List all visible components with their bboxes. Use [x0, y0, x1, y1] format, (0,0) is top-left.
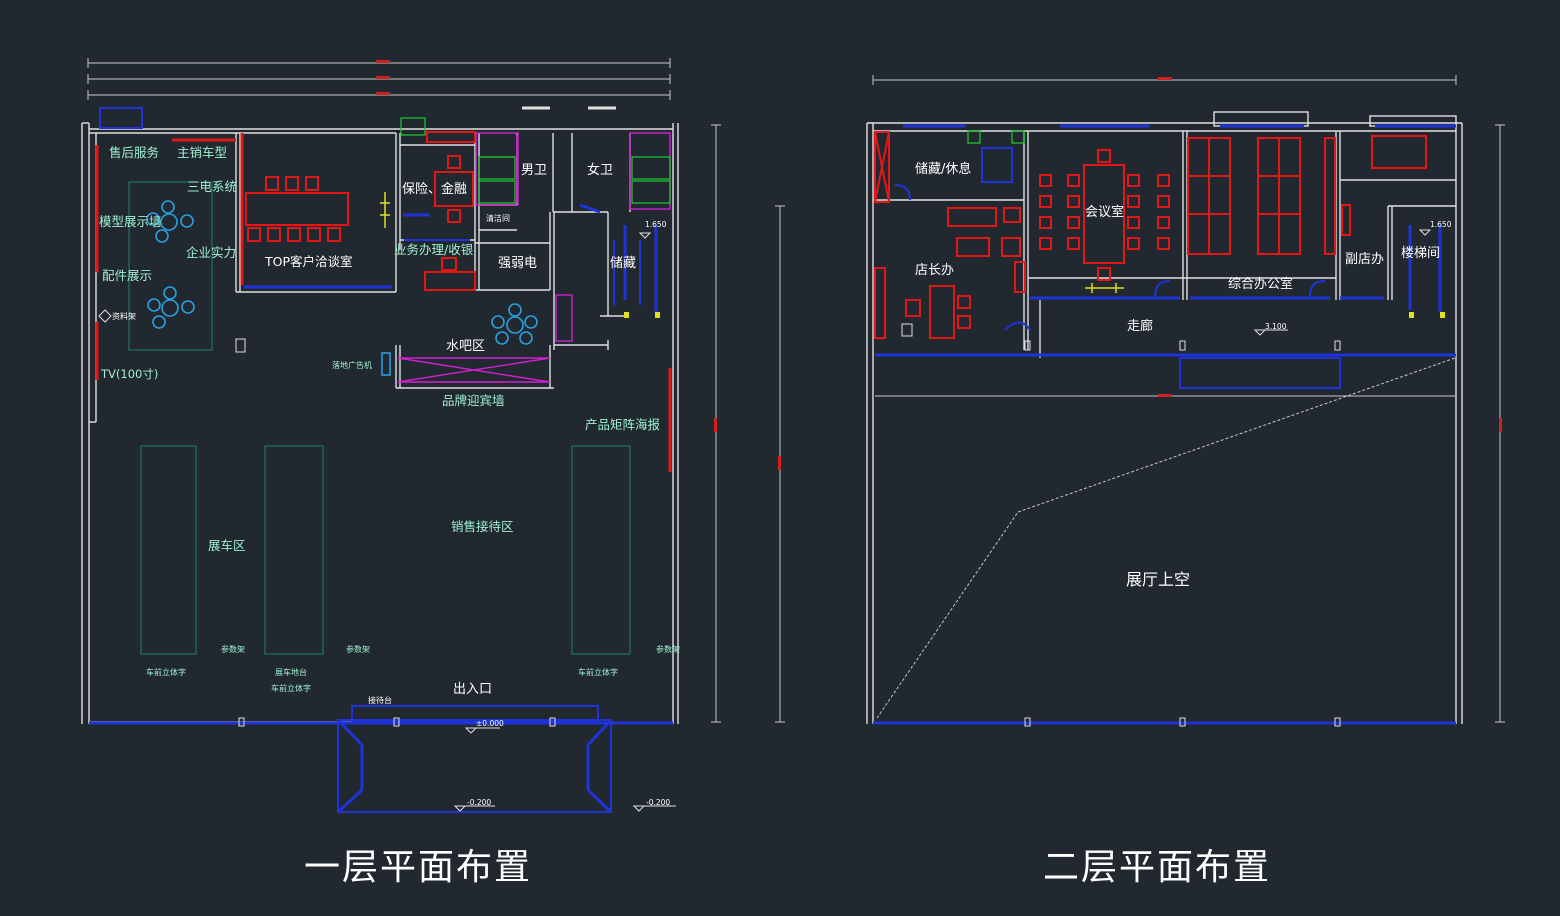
label-meeting-room: 会议室: [1085, 205, 1125, 220]
label-param-rack-3: 参数架: [656, 645, 680, 654]
label-business: 业务办理/收银: [394, 242, 474, 257]
label-hall-void: 展厅上空: [1126, 570, 1191, 589]
label-parts-display: 配件展示: [102, 268, 153, 283]
level-stair-2: 1.650: [1430, 220, 1452, 229]
label-after-sales: 售后服务: [109, 145, 160, 160]
label-company-strength: 企业实力: [186, 245, 237, 260]
label-electric-room: 强弱电: [498, 256, 538, 271]
label-mens-toilet: 男卫: [521, 163, 548, 178]
label-womens-toilet: 女卫: [587, 163, 614, 178]
label-main-models: 主销车型: [177, 145, 228, 160]
label-sandian-system: 三电系统: [187, 179, 238, 194]
label-info-rack: 资料架: [112, 312, 136, 321]
label-cleaning-room: 清洁间: [486, 214, 510, 223]
label-reception-area: 销售接待区: [451, 519, 514, 534]
level-3100: 3.100: [1265, 322, 1287, 331]
label-param-rack-2: 参数架: [346, 645, 370, 654]
label-car-platform: 展车地台: [275, 668, 307, 677]
label-manager-office: 店长办: [915, 263, 955, 278]
label-stairwell: 楼梯间: [1401, 246, 1441, 261]
label-floor-ad: 落地广告机: [332, 361, 372, 370]
label-entrance: 出入口: [453, 682, 493, 697]
label-car-sign-1: 车前立体字: [146, 668, 186, 677]
floor2-plan: [866, 75, 1505, 727]
label-deputy-office: 副店办: [1345, 252, 1385, 267]
label-storage-rest: 储藏/休息: [915, 162, 972, 177]
label-general-office: 综合办公室: [1228, 277, 1294, 292]
label-product-poster: 产品矩阵海报: [585, 417, 661, 432]
label-reception-desk: 接待台: [368, 696, 392, 705]
level-stair-1: 1.650: [645, 220, 667, 229]
level-minus-200-a: -0.200: [467, 798, 492, 807]
label-insurance: 保险、金融: [402, 182, 468, 197]
label-car-sign-2: 车前立体字: [271, 684, 311, 693]
label-water-bar: 水吧区: [446, 339, 486, 354]
label-display-area: 展车区: [208, 538, 246, 553]
label-param-rack-1: 参数架: [221, 645, 245, 654]
label-top-room: TOP客户洽谈室: [265, 254, 353, 269]
label-tv: TV(100寸): [101, 367, 159, 381]
label-brand-wall: 品牌迎宾墙: [442, 393, 505, 408]
floor1-title: 一层平面布置: [304, 847, 533, 888]
label-car-sign-3: 车前立体字: [578, 668, 618, 677]
floor2-title: 二层平面布置: [1043, 847, 1272, 888]
label-model-wall: 模型展示墙: [99, 214, 162, 229]
level-minus-200-b: -0.200: [646, 798, 671, 807]
level-0000: ±0.000: [476, 719, 504, 728]
floor1-plan: [81, 58, 785, 814]
label-corridor: 走廊: [1127, 319, 1154, 334]
label-storage: 储藏: [610, 256, 637, 271]
